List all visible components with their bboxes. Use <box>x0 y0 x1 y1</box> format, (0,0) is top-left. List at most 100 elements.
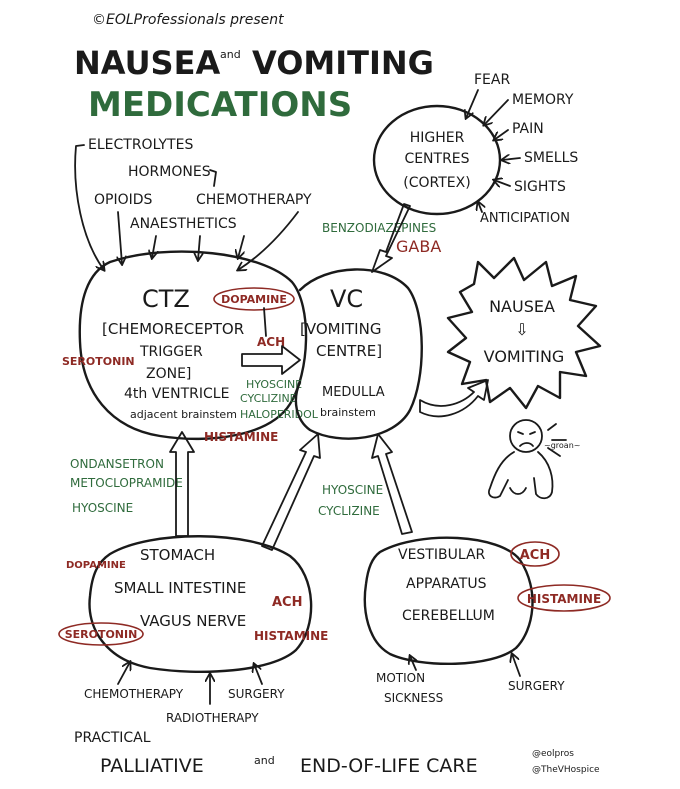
med-hyoscine-vestibular: HYOSCINE <box>322 483 383 497</box>
ctz-ach: ACH <box>257 335 285 349</box>
ctz-title: CTZ <box>142 285 190 313</box>
higher-centres-line2: CENTRES <box>404 151 469 167</box>
stomach-line2: SMALL INTESTINE <box>114 579 246 597</box>
arrow-cortex-to-vc <box>371 203 411 273</box>
input-anaesthetics: ANAESTHETICS <box>130 216 237 232</box>
stomach-ach: ACH <box>272 595 302 610</box>
arrow-anaesthetics-3 <box>238 235 244 258</box>
arrow-anaesthetics-1 <box>152 235 156 258</box>
outcome-arrow-icon: ⇩ <box>515 320 528 339</box>
stomach-serotonin-oval <box>58 622 144 646</box>
outcome-nausea: NAUSEA <box>489 297 555 316</box>
ctz-dopamine-oval <box>213 287 295 311</box>
vc-circle <box>294 268 423 440</box>
arrow-vestibular-to-vc <box>371 433 413 535</box>
line-dopamine-ach <box>263 307 267 337</box>
input-opioids: OPIOIDS <box>94 192 153 208</box>
input-smells: SMELLS <box>524 150 578 166</box>
vestibular-ach-oval <box>510 541 560 567</box>
med-hyoscine-ctz: HYOSCINE <box>246 378 302 391</box>
arrow-anticipation <box>478 202 482 213</box>
receptor-gaba: GABA <box>396 237 441 256</box>
med-haloperidol: HALOPERIDOL <box>240 408 319 421</box>
arrow-stomach-to-vc <box>261 433 321 551</box>
arrow-opioids <box>118 211 122 264</box>
stomach-line1: STOMACH <box>140 546 215 564</box>
stomach-serotonin: SEROTONIN <box>65 628 138 641</box>
arrow-electrolytes <box>74 144 104 270</box>
arrow-smells <box>502 158 521 160</box>
arrow-chemo-gut <box>117 662 130 685</box>
input-anticipation: ANTICIPATION <box>480 211 570 226</box>
arrow-motion <box>410 656 416 671</box>
med-benzodiazepines: BENZODIAZEPINES <box>322 221 436 235</box>
vestibular-line2: APPARATUS <box>406 576 487 592</box>
input-motion-line2: SICKNESS <box>384 691 443 705</box>
med-cyclizine-vestibular: CYCLIZINE <box>318 504 380 518</box>
arrow-surgery-gut <box>254 664 263 685</box>
input-motion-line1: MOTION <box>376 671 425 685</box>
input-memory: MEMORY <box>512 92 574 108</box>
med-metoclopramide: METOCLOPRAMIDE <box>70 476 183 490</box>
arrow-ctz-to-vc <box>241 345 301 375</box>
vc-line3: MEDULLA <box>322 385 385 400</box>
input-hormones: HORMONES <box>128 164 211 180</box>
vestibular-histamine-oval <box>517 584 611 612</box>
arrow-chemotherapy-ctz <box>238 211 299 270</box>
arrow-fear <box>466 89 479 118</box>
higher-centres-line1: HIGHER <box>410 130 465 146</box>
vestibular-line3: CEREBELLUM <box>402 608 495 624</box>
sick-person-icon <box>488 419 567 500</box>
input-surgery-gut: SURGERY <box>228 687 285 701</box>
ctz-line4: 4th VENTRICLE <box>124 386 229 402</box>
input-sights: SIGHTS <box>514 179 566 195</box>
footer-handle-eolpros: @eolpros <box>532 749 574 759</box>
stomach-line3: VAGUS NERVE <box>140 612 246 630</box>
title-nausea: NAUSEA <box>74 44 220 82</box>
ctz-line3: ZONE] <box>146 366 191 382</box>
title-vomiting: VOMITING <box>252 44 434 82</box>
arrow-sights <box>494 180 511 186</box>
input-radiotherapy: RADIOTHERAPY <box>166 711 259 725</box>
vc-line2: CENTRE] <box>316 342 382 360</box>
footer-end-of-life-care: END-OF-LIFE CARE <box>300 755 478 777</box>
ctz-dopamine-label: DOPAMINE <box>221 293 287 306</box>
vestibular-circle <box>363 536 534 665</box>
stomach-histamine: HISTAMINE <box>254 629 328 643</box>
arrow-surgery-vestibular <box>512 654 521 677</box>
stomach-circle <box>88 535 313 674</box>
bracket-hormones <box>209 169 217 187</box>
footer-practical: PRACTICAL <box>74 730 151 746</box>
higher-centres-line3: (CORTEX) <box>403 175 470 191</box>
figure-groan-text: ~groan~ <box>544 441 580 450</box>
title-and: and <box>220 48 241 61</box>
title-medications: MEDICATIONS <box>88 85 352 125</box>
nausea-vomiting-burst <box>446 256 602 410</box>
ctz-circle <box>78 250 308 441</box>
med-ondansetron: ONDANSETRON <box>70 457 164 471</box>
outcome-vomiting: VOMITING <box>484 347 565 366</box>
input-fear: FEAR <box>474 72 510 88</box>
med-cyclizine-ctz: CYCLIZINE <box>240 392 297 405</box>
vestibular-ach: ACH <box>520 548 550 563</box>
ctz-line1: [CHEMORECEPTOR <box>102 320 244 338</box>
vc-title: VC <box>330 285 363 313</box>
vestibular-histamine: HISTAMINE <box>527 592 601 606</box>
arrow-stomach-to-ctz <box>169 431 195 537</box>
arrow-vc-to-nausea <box>419 379 489 418</box>
ctz-line5: adjacent brainstem <box>130 408 237 421</box>
vc-line1: [VOMITING <box>300 320 381 338</box>
stomach-dopamine: DOPAMINE <box>66 560 126 571</box>
ctz-histamine: HISTAMINE <box>204 430 278 444</box>
footer-and: and <box>254 754 275 767</box>
arrow-memory <box>484 99 509 125</box>
ctz-serotonin: SEROTONIN <box>62 355 135 368</box>
input-pain: PAIN <box>512 121 544 137</box>
input-surgery-vestibular: SURGERY <box>508 679 565 693</box>
footer-palliative: PALLIATIVE <box>100 755 204 777</box>
vc-line4: brainstem <box>320 406 376 419</box>
input-chemotherapy-gut: CHEMOTHERAPY <box>84 687 184 701</box>
vestibular-line1: VESTIBULAR <box>398 547 486 563</box>
input-electrolytes: ELECTROLYTES <box>88 137 193 153</box>
